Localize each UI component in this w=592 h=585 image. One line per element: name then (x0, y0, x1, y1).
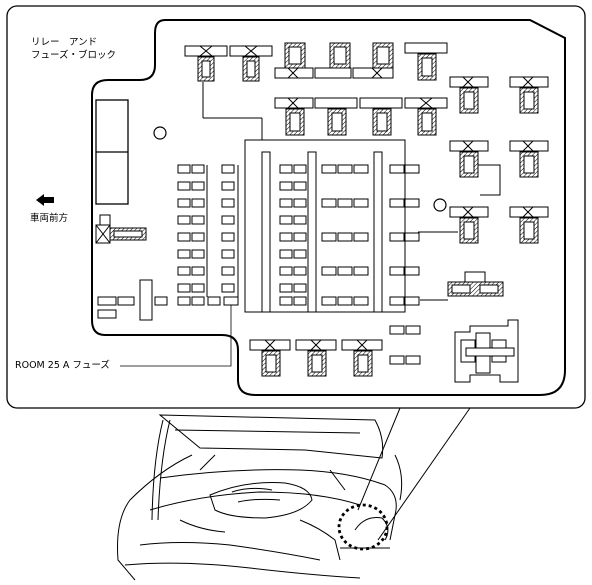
large-relay-box (95, 99, 129, 205)
relay-row-bottom (249, 325, 421, 377)
mounting-hole-left (153, 126, 167, 140)
fuse-array-center (279, 164, 420, 306)
relay-left-small (95, 214, 147, 244)
fuse-array-left (97, 164, 239, 321)
dotted-circle-highlight (337, 503, 389, 551)
arrow-left-icon (36, 194, 54, 206)
fuse-bus-frame (244, 139, 406, 313)
relay-lower-right (420, 271, 504, 301)
callout-leader-lines (357, 407, 471, 541)
mounting-hole-right (433, 198, 447, 212)
fuse-block-title-line2: フューズ・ブロック (31, 50, 117, 61)
car-engine-bay-illustration (117, 414, 403, 581)
connector-housing (454, 319, 519, 383)
relay-row-top (184, 42, 549, 114)
relay-column-right (418, 140, 549, 244)
relay-row-second (202, 82, 448, 140)
vehicle-front-label: 車両前方 (30, 213, 69, 224)
fuse-leader-line (120, 305, 232, 367)
fuse-block-title-line1: リレー アンド (31, 37, 98, 48)
fuse-callout-label: ROOM 25 A フューズ (15, 360, 110, 371)
